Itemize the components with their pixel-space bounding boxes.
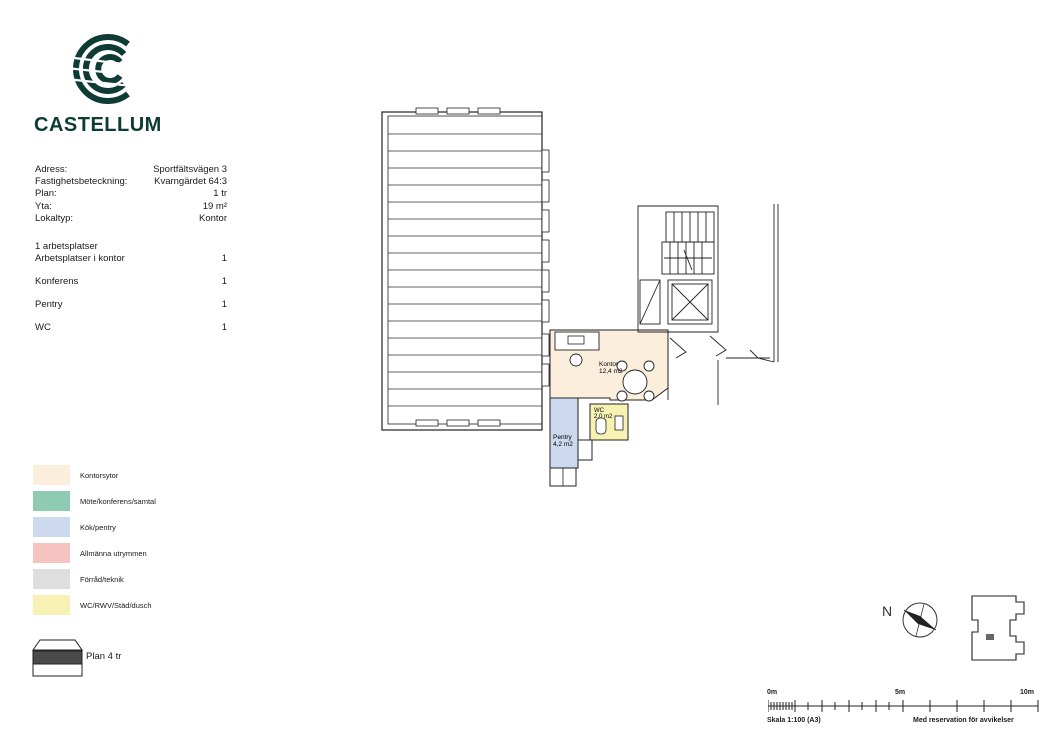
- scale-tick-10: 10m: [1020, 689, 1035, 696]
- seats-row-pentry: Pentry 1: [35, 299, 227, 311]
- info-row-floor: Plan: 1 tr: [35, 188, 227, 200]
- north-label: N: [882, 603, 892, 619]
- wc-name: WC: [594, 408, 605, 414]
- info-row-type: Lokaltyp: Kontor: [35, 213, 227, 225]
- reservation-note: Med reservation för avvikelser: [913, 717, 1014, 724]
- seats-label: Arbetsplatser i kontor: [35, 253, 125, 264]
- floor-stack-icon: [32, 639, 83, 677]
- seats-row-wc: WC 1: [35, 322, 227, 334]
- seats-row-office: Arbetsplatser i kontor 1: [35, 253, 227, 265]
- seats-value: 1: [221, 299, 227, 310]
- info-row-area: Yta: 19 m²: [35, 201, 227, 213]
- legend-swatch: [33, 517, 70, 537]
- plan-label: Plan 4 tr: [86, 651, 122, 662]
- legend-item: Kontorsytor: [33, 462, 156, 488]
- building-wing: [381, 111, 543, 431]
- info-label: Yta:: [35, 200, 52, 212]
- legend-label: WC/RWV/Städ/dusch: [80, 600, 152, 610]
- legend-item: Kök/pentry: [33, 514, 156, 540]
- info-value: Kvarngärdet 64:3: [154, 176, 227, 188]
- seats-label: Pentry: [35, 299, 63, 310]
- legend-item: Allmänna utrymmen: [33, 540, 156, 566]
- info-value: Kontor: [199, 212, 227, 224]
- north-arrow-icon: N: [882, 602, 938, 638]
- legend-item: Möte/konferens/samtal: [33, 488, 156, 514]
- legend-label: Allmänna utrymmen: [80, 548, 147, 558]
- floor-plan: Kontor 12,4 m2 WC 2,0 m2 Pentry 4,2 m2: [381, 107, 779, 487]
- office-chair-icon: [569, 353, 583, 367]
- brand-name: CASTELLUM: [34, 114, 162, 136]
- info-label: Lokaltyp:: [35, 212, 74, 224]
- info-label: Fastighetsbeteckning:: [35, 176, 128, 188]
- office-area: 12,4 m2: [599, 368, 623, 375]
- info-row-address: Adress: Sportfältsvägen 3: [35, 164, 227, 176]
- legend-item: WC/RWV/Städ/dusch: [33, 592, 156, 618]
- legend-swatch: [33, 569, 70, 589]
- property-info: Adress: Sportfältsvägen 3 Fastighetsbetec…: [35, 164, 227, 225]
- windows: [415, 107, 501, 427]
- info-row-property: Fastighetsbeteckning: Kvarngärdet 64:3: [35, 176, 227, 188]
- floor-hatch: [388, 133, 542, 407]
- stairwell: [637, 205, 719, 333]
- info-value: Sportfältsvägen 3: [153, 164, 227, 175]
- scale-bar: [768, 700, 1039, 712]
- office-name: Kontor: [599, 361, 619, 368]
- info-label: Adress:: [35, 164, 68, 175]
- info-value: 1 tr: [213, 188, 227, 200]
- castellum-logo: [65, 34, 133, 104]
- legend-item: Förråd/teknik: [33, 566, 156, 592]
- room-pentry: [549, 397, 579, 469]
- info-value: 19 m²: [202, 200, 227, 212]
- legend-swatch: [33, 543, 70, 563]
- seats-value: 1: [221, 276, 227, 287]
- legend-swatch: [33, 465, 70, 485]
- scale-tick-0: 0m: [767, 689, 778, 696]
- wc-area: 2,0 m2: [594, 414, 613, 420]
- scale-tick-5: 5m: [895, 689, 906, 696]
- seats-label: WC: [35, 322, 51, 333]
- key-plan: [971, 595, 1025, 661]
- legend-label: Möte/konferens/samtal: [80, 496, 156, 506]
- legend-label: Kontorsytor: [80, 470, 119, 480]
- sink-icon: [614, 415, 624, 431]
- legend: Kontorsytor Möte/konferens/samtal Kök/pe…: [33, 462, 156, 618]
- legend-swatch: [33, 595, 70, 615]
- key-plan-marker: [986, 634, 994, 640]
- monitor-icon: [567, 335, 585, 345]
- legend-label: Kök/pentry: [80, 522, 116, 532]
- pentry-area: 4,2 m2: [553, 441, 573, 448]
- legend-swatch: [33, 491, 70, 511]
- seats-heading: 1 arbetsplatser: [35, 241, 98, 252]
- elevator: [667, 279, 713, 325]
- seats-row-conference: Konferens 1: [35, 276, 227, 288]
- seats-label: Konferens: [35, 276, 79, 287]
- seats-value: 1: [221, 253, 227, 264]
- legend-label: Förråd/teknik: [80, 574, 124, 584]
- toilet-icon: [595, 417, 607, 435]
- pentry-name: Pentry: [553, 434, 573, 441]
- seats-value: 1: [221, 322, 227, 333]
- scale-label: Skala 1:100 (A3): [767, 717, 821, 724]
- info-label: Plan:: [35, 188, 57, 200]
- round-table: [622, 369, 648, 395]
